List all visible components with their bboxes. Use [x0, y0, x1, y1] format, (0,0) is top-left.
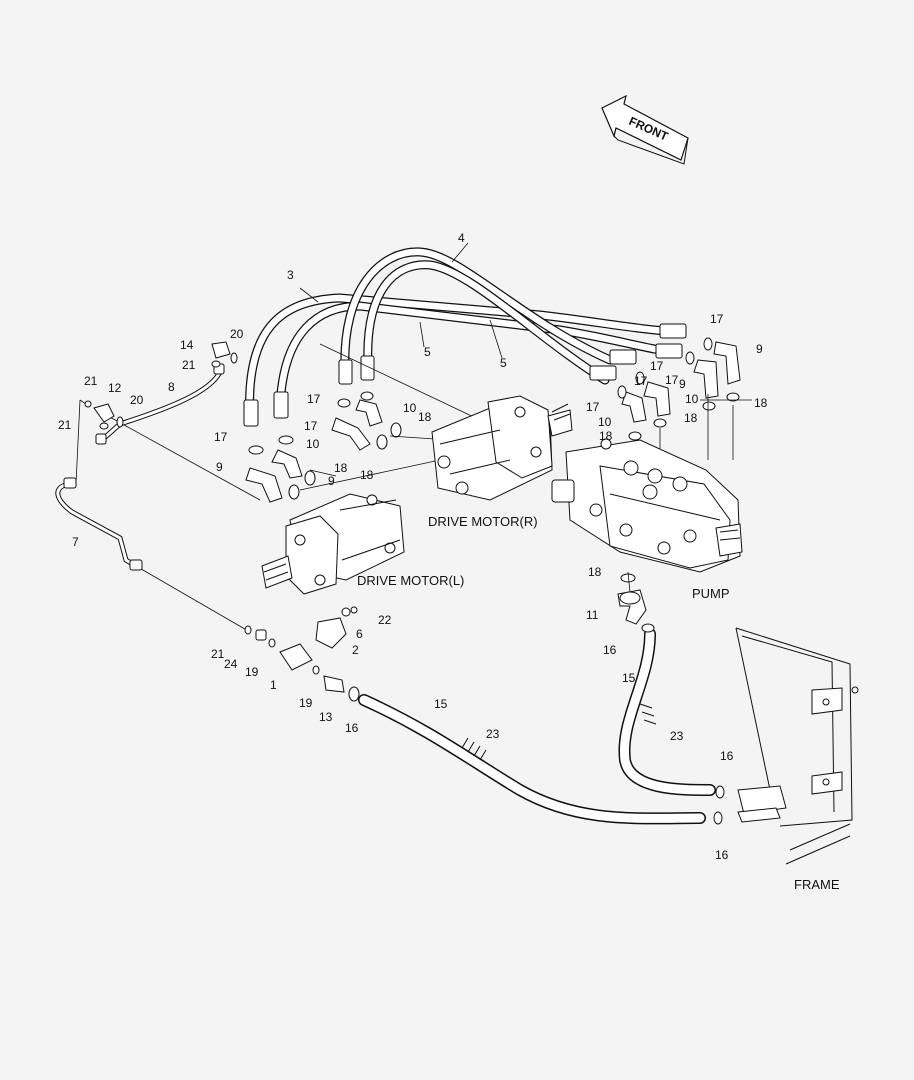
suction-elbow — [617, 589, 647, 625]
callout-23: 23 — [486, 727, 500, 741]
callout-19: 19 — [299, 696, 313, 710]
callout-11: 11 — [586, 608, 599, 622]
bracket-clamp-parts — [244, 606, 360, 702]
callout-21: 21 — [58, 418, 72, 432]
callout-9: 9 — [328, 474, 335, 488]
callout-18: 18 — [588, 565, 602, 579]
callout-16: 16 — [720, 749, 734, 763]
callout-18: 18 — [599, 429, 613, 443]
pump: PUMP — [551, 438, 743, 601]
suction-hoses — [358, 623, 725, 825]
callout-5: 5 — [500, 356, 507, 370]
callout-18: 18 — [684, 411, 698, 425]
callout-18: 18 — [754, 396, 768, 410]
callout-20: 20 — [130, 393, 144, 407]
drive-motor-l-label: DRIVE MOTOR(L) — [357, 573, 464, 588]
callout-9: 9 — [679, 377, 686, 391]
callout-9: 9 — [216, 460, 223, 474]
callout-4: 4 — [458, 231, 465, 245]
drive-motor-r-label: DRIVE MOTOR(R) — [428, 514, 538, 529]
callout-12: 12 — [108, 381, 122, 395]
callout-17: 17 — [586, 400, 600, 414]
callout-17: 17 — [634, 374, 648, 388]
callout-9: 9 — [756, 342, 763, 356]
callout-16: 16 — [603, 643, 617, 657]
pilot-pipes — [55, 363, 225, 571]
elbow-fittings — [245, 341, 741, 503]
small-fittings — [84, 341, 238, 430]
callout-10: 10 — [685, 392, 699, 406]
callout-1: 1 — [270, 678, 277, 692]
callouts: 4 3 5 5 20 14 21 21 12 20 8 21 17 17 17 … — [58, 231, 768, 862]
drive-motor-r: DRIVE MOTOR(R) — [428, 395, 573, 529]
callout-8: 8 — [168, 380, 175, 394]
callout-20: 20 — [230, 327, 244, 341]
callout-6: 6 — [356, 627, 363, 641]
callout-19: 19 — [245, 665, 259, 679]
callout-3: 3 — [287, 268, 294, 282]
callout-24: 24 — [224, 657, 238, 671]
callout-17: 17 — [214, 430, 228, 444]
callout-10: 10 — [403, 401, 417, 415]
callout-7: 7 — [72, 535, 79, 549]
callout-15: 15 — [434, 697, 448, 711]
callout-14: 14 — [180, 338, 194, 352]
callout-16: 16 — [715, 848, 729, 862]
front-arrow-icon: FRONT — [601, 94, 689, 165]
callout-17: 17 — [304, 419, 318, 433]
callout-17: 17 — [307, 392, 321, 406]
callout-13: 13 — [319, 710, 333, 724]
callout-21: 21 — [211, 647, 225, 661]
hose-fittings — [243, 323, 687, 427]
callout-18: 18 — [360, 468, 374, 482]
callout-21: 21 — [84, 374, 98, 388]
callout-2: 2 — [352, 643, 359, 657]
o-rings — [248, 337, 740, 583]
callout-16: 16 — [345, 721, 359, 735]
callout-10: 10 — [598, 415, 612, 429]
pump-label: PUMP — [692, 586, 730, 601]
pressure-hoses — [245, 247, 685, 425]
callout-17: 17 — [650, 359, 664, 373]
callout-17: 17 — [665, 373, 679, 387]
callout-22: 22 — [378, 613, 392, 627]
callout-18: 18 — [334, 461, 348, 475]
callout-10: 10 — [306, 437, 320, 451]
drive-motor-l: DRIVE MOTOR(L) — [261, 493, 464, 595]
callout-15: 15 — [622, 671, 636, 685]
callout-18: 18 — [418, 410, 432, 424]
callout-21: 21 — [182, 358, 196, 372]
callout-17: 17 — [710, 312, 724, 326]
callout-5: 5 — [424, 345, 431, 359]
callout-23: 23 — [670, 729, 684, 743]
frame: FRAME — [735, 627, 859, 892]
frame-label: FRAME — [794, 877, 840, 892]
